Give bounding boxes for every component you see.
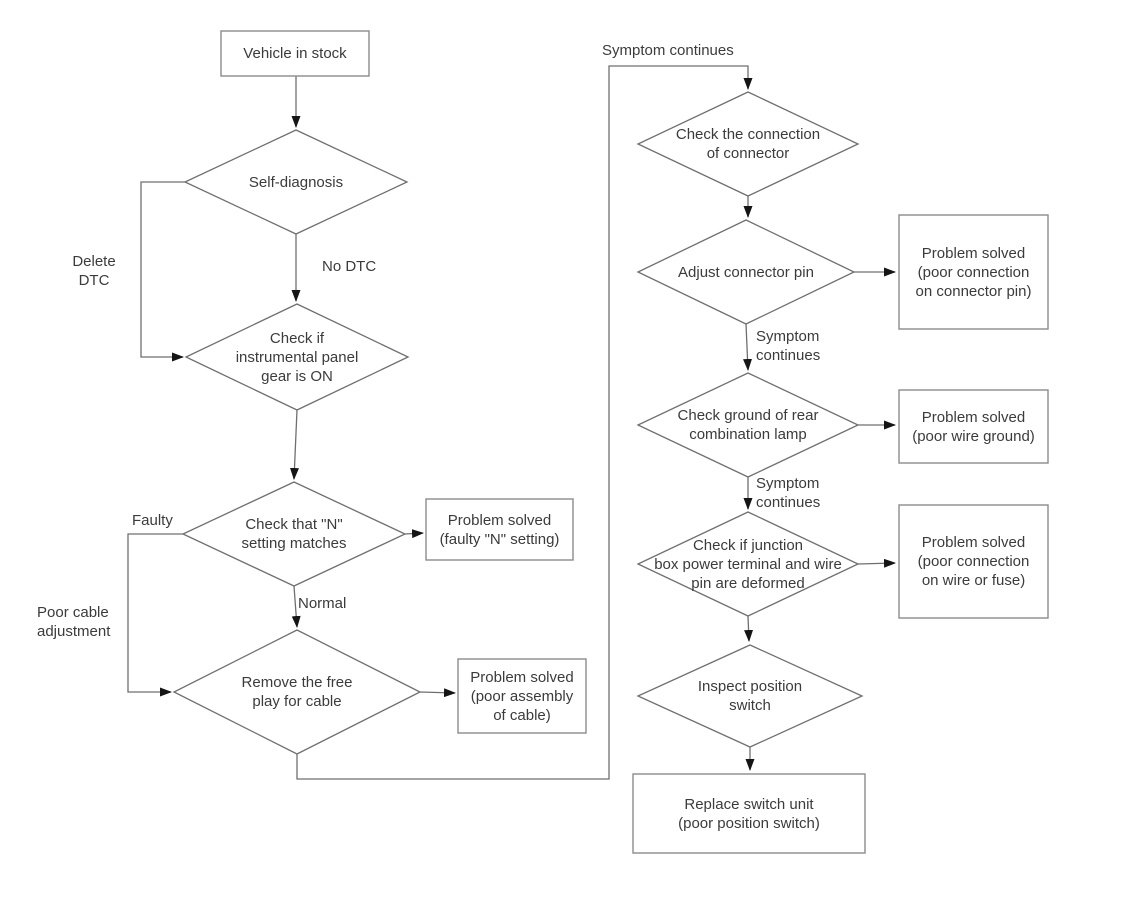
edge-delete-dtc-loop — [140, 181, 185, 362]
node-label-solved-cable-assembly: Problem solved (poor assembly of cable) — [470, 668, 574, 724]
edge-label-faulty: Faulty — [132, 512, 173, 529]
node-label-adjust-connector-pin: Adjust connector pin — [678, 263, 814, 281]
diamond-self-diagnosis — [183, 129, 409, 235]
edge-faulty-loop — [127, 533, 183, 697]
box-vehicle-in-stock — [220, 30, 370, 77]
shapes-group — [172, 30, 1049, 854]
node-label-solved-wire-ground: Problem solved (poor wire ground) — [912, 408, 1035, 445]
edge-label-normal: Normal — [298, 595, 347, 612]
box-replace-switch-unit — [632, 773, 866, 854]
edge-label-symptom-continues-2: Symptom continues — [756, 475, 821, 511]
box-solved-connector-pin — [898, 214, 1049, 330]
edge-panelgear-to-nsetting — [289, 409, 299, 480]
box-solved-n-setting — [425, 498, 574, 561]
node-label-solved-connector-pin: Problem solved (poor connection on conne… — [915, 244, 1032, 300]
box-solved-wire-fuse — [898, 504, 1049, 619]
edge-freeplay-to-solved — [419, 688, 456, 698]
node-label-check-panel-gear: Check if instrumental panel gear is ON — [235, 329, 359, 385]
edge-label-symptom-continues-top: Symptom continues — [602, 42, 734, 59]
diamond-check-rear-lamp-ground — [636, 372, 860, 478]
diamond-check-connector-connection — [636, 91, 860, 197]
node-label-self-diagnosis: Self-diagnosis — [248, 173, 344, 191]
edge-junction-to-solved — [857, 558, 896, 568]
edge-adjustpin-to-ground — [743, 323, 753, 371]
node-label-check-n-setting: Check that "N" setting matches — [241, 516, 347, 552]
box-solved-cable-assembly — [457, 658, 587, 734]
node-label-inspect-position-switch: Inspect position switch — [697, 678, 803, 714]
node-label-remove-free-play: Remove the free play for cable — [241, 674, 353, 710]
node-label-check-rear-lamp-ground: Check ground of rear combination lamp — [677, 407, 819, 443]
edge-label-poor-cable-adjustment: Poor cable adjustment — [37, 604, 111, 640]
diamond-check-junction-box — [636, 511, 860, 617]
diamond-inspect-position-switch — [636, 644, 864, 748]
edge-normal-to-freeplay — [291, 585, 301, 628]
edge-junction-to-inspect — [744, 615, 754, 642]
node-label-solved-wire-fuse: Problem solved (poor connection on wire … — [917, 534, 1030, 589]
diamond-remove-free-play — [172, 629, 422, 755]
node-label-replace-switch-unit: Replace switch unit (poor position switc… — [678, 795, 820, 832]
diamond-check-panel-gear — [184, 303, 410, 411]
node-label-vehicle-in-stock: Vehicle in stock — [243, 45, 347, 62]
edge-nsetting-to-solved — [404, 529, 424, 539]
box-solved-wire-ground — [898, 389, 1049, 464]
diamond-adjust-connector-pin — [636, 219, 856, 325]
edge-symptom-continues-connector — [296, 65, 753, 780]
edge-label-symptom-continues-1: Symptom continues — [756, 328, 821, 364]
diamond-check-n-setting — [181, 481, 407, 587]
edge-label-no-dtc: No DTC — [322, 258, 377, 275]
node-label-check-junction-box: Check if junction box power terminal and… — [654, 536, 842, 592]
edges-group — [127, 65, 896, 780]
node-label-solved-n-setting: Problem solved (faulty "N" setting) — [439, 511, 560, 548]
node-label-check-connector-connection: Check the connection of connector — [675, 126, 821, 162]
edge-label-delete-dtc: Delete DTC — [72, 253, 116, 289]
